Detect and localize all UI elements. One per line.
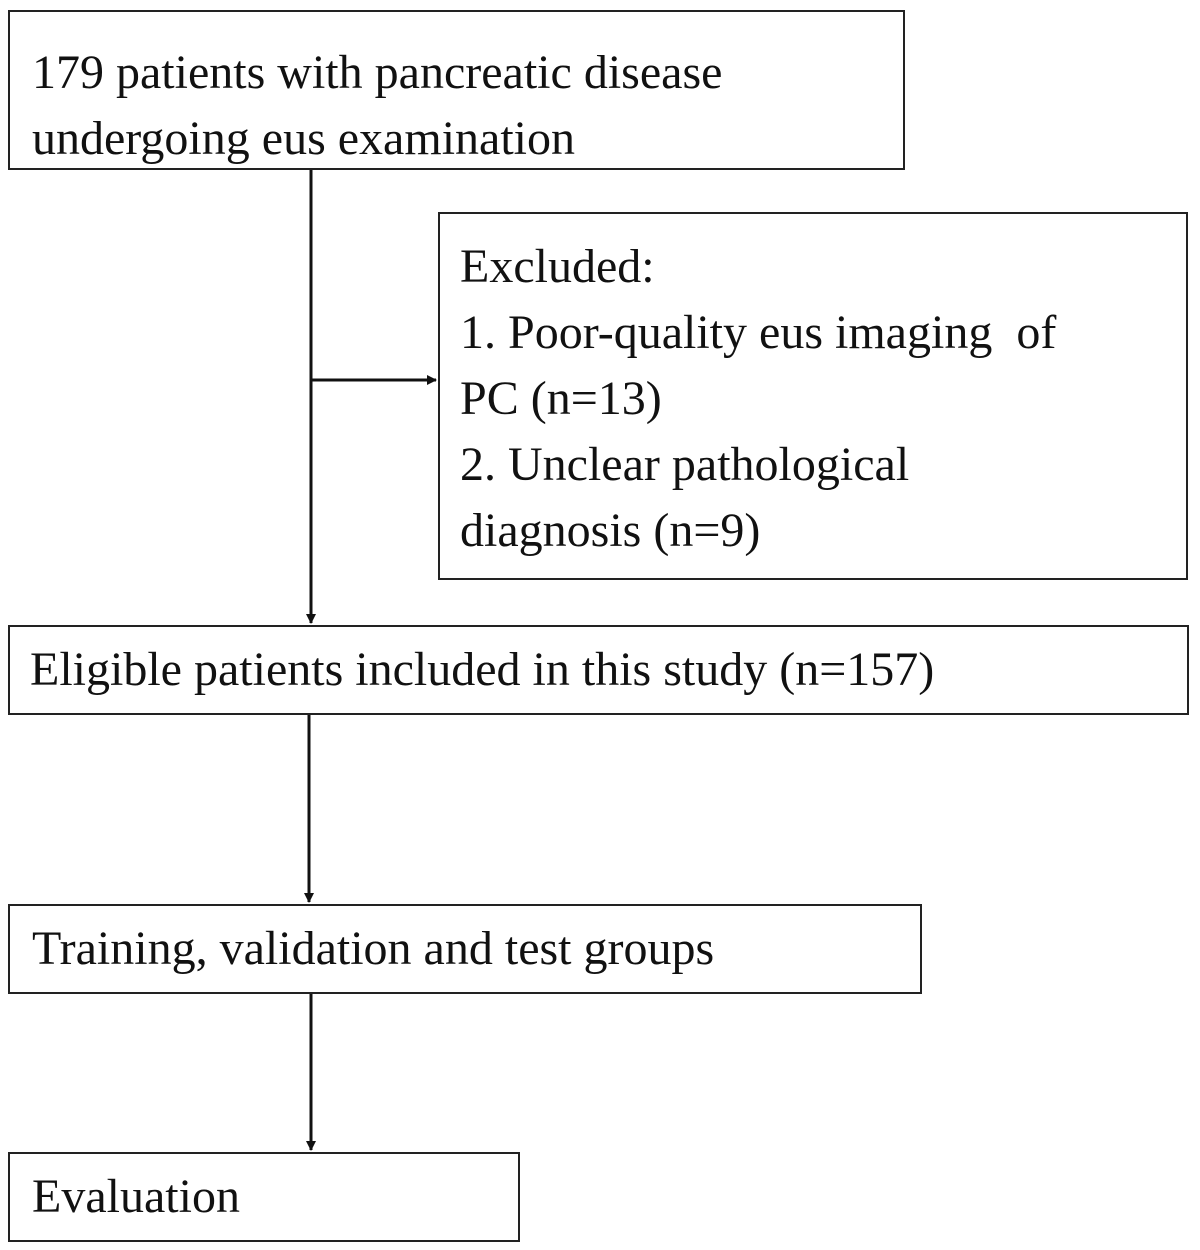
exclusion-item-2-line-1: 2. Unclear pathological — [460, 438, 910, 491]
evaluation-node: Evaluation — [8, 1152, 520, 1242]
eligible-node-label: Eligible patients included in this study… — [30, 643, 935, 696]
start-node-line-2: undergoing eus examination — [32, 112, 575, 165]
exclusion-node: Excluded: 1. Poor-quality eus imaging of… — [438, 212, 1188, 580]
groups-node-label: Training, validation and test groups — [32, 922, 715, 975]
exclusion-item-1-line-1: 1. Poor-quality eus imaging of — [460, 306, 1057, 359]
start-node-line-1: 179 patients with pancreatic disease — [32, 46, 723, 99]
evaluation-node-label: Evaluation — [32, 1170, 240, 1223]
eligible-node: Eligible patients included in this study… — [8, 625, 1189, 715]
groups-node: Training, validation and test groups — [8, 904, 922, 994]
exclusion-item-2-line-2: diagnosis (n=9) — [460, 504, 761, 557]
start-node: 179 patients with pancreatic disease und… — [8, 10, 905, 170]
exclusion-heading: Excluded: — [460, 240, 655, 293]
exclusion-item-1-line-2: PC (n=13) — [460, 372, 662, 425]
